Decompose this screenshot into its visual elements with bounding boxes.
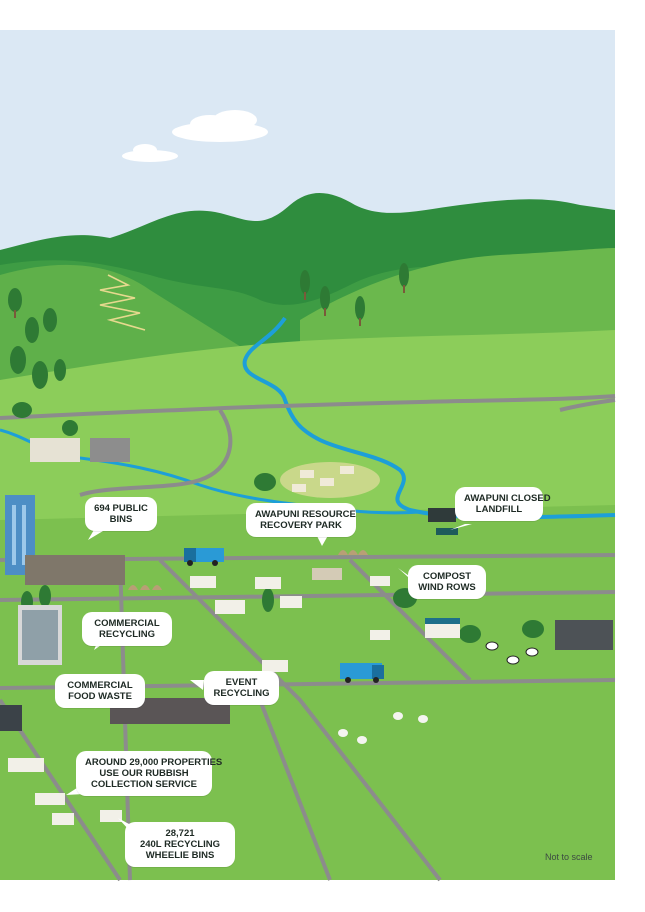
callout-compost-wind-rows: COMPOST WIND ROWS (408, 565, 486, 599)
callout-text: COMPOST (422, 571, 472, 582)
callout-wheelie-bins: 28,721 240L RECYCLING WHEELIE BINS (125, 822, 235, 867)
callout-text: RECYCLING (99, 629, 155, 640)
collection-truck (340, 663, 384, 683)
callout-text: RECOVERY PARK (260, 520, 342, 531)
callout-resource-recovery-park: AWAPUNI RESOURCE RECOVERY PARK (246, 503, 356, 537)
cows (485, 641, 539, 665)
callout-text: 694 PUBLIC (94, 503, 148, 514)
callout-text: RECYCLING (213, 688, 270, 699)
callout-text: COMMERCIAL (67, 680, 133, 691)
callout-text: AWAPUNI CLOSED (464, 493, 551, 504)
callout-text: WHEELIE BINS (145, 850, 215, 861)
callout-text: AWAPUNI RESOURCE (255, 509, 356, 520)
callout-text: COLLECTION SERVICE (91, 779, 197, 790)
callout-text: USE OUR RUBBISH (99, 768, 189, 779)
callout-text: AROUND 29,000 PROPERTIES (85, 757, 223, 768)
houses (8, 568, 390, 825)
scale-note: Not to scale (545, 852, 593, 862)
callout-text: BINS (109, 514, 133, 525)
compost-wind-rows (128, 550, 368, 590)
hill-trail (99, 274, 146, 331)
tree-group (8, 263, 544, 643)
callout-event-recycling: EVENT RECYCLING (204, 671, 279, 705)
resource-park (280, 462, 380, 498)
cloud (172, 110, 268, 142)
callout-commercial-recycling: COMMERCIAL RECYCLING (82, 612, 172, 646)
callout-text: LANDFILL (475, 504, 523, 515)
callout-public-bins: 694 PUBLIC BINS (85, 497, 157, 531)
recycling-truck (184, 548, 224, 566)
callout-commercial-food-waste: COMMERCIAL FOOD WASTE (55, 674, 145, 708)
callout-text: EVENT (225, 677, 258, 688)
callout-closed-landfill: AWAPUNI CLOSED LANDFILL (455, 487, 551, 521)
callout-text: FOOD WASTE (68, 691, 132, 702)
callout-text: COMMERCIAL (94, 618, 160, 629)
callout-text: WIND ROWS (418, 582, 476, 593)
callout-text: 240L RECYCLING (139, 839, 221, 850)
cloud (122, 144, 178, 162)
sheep (338, 712, 428, 744)
landfill-site (428, 508, 458, 535)
callout-properties-service: AROUND 29,000 PROPERTIES USE OUR RUBBISH… (76, 751, 223, 796)
callout-text: 28,721 (165, 828, 195, 839)
